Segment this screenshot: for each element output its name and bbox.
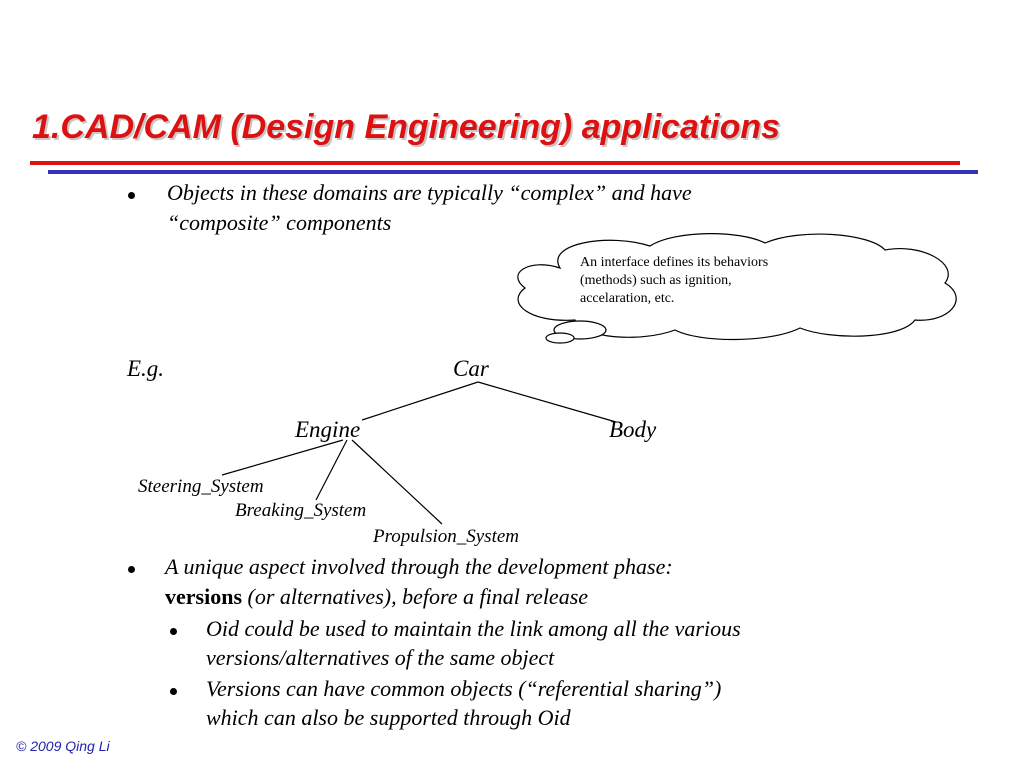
car-composition-diagram <box>221 381 617 525</box>
eg-label: E.g. <box>127 356 165 381</box>
bullet-1-line-1: Objects in these domains are typically “… <box>167 180 692 205</box>
edge-engine-steering <box>221 439 344 476</box>
copyright-footer: © 2009 Qing Li <box>16 738 110 754</box>
title-underline-blue <box>48 170 978 174</box>
bullet-marker <box>128 566 135 573</box>
bullet-marker <box>128 192 135 199</box>
tree-node-body: Body <box>609 417 657 442</box>
bullet-1-line-2: “composite” components <box>167 210 392 235</box>
slide-title: 1.CAD/CAM (Design Engineering) applicati… <box>32 108 781 146</box>
sub-bullet-marker <box>170 688 177 695</box>
edge-car-engine <box>361 381 479 421</box>
edge-engine-breaking <box>315 439 348 501</box>
title-underline-red <box>30 161 960 165</box>
edge-engine-propulsion <box>351 439 443 525</box>
tree-node-engine: Engine <box>295 417 361 442</box>
bullet-2-line-2: versions (or alternatives), before a fin… <box>165 582 588 612</box>
versions-keyword: versions <box>165 584 242 609</box>
edge-car-body <box>477 381 617 423</box>
sub-bullet-marker <box>170 628 177 635</box>
sub-bullet-2-line-2: which can also be supported through Oid <box>206 705 571 730</box>
sub-bullet-2-line-1: Versions can have common objects (“refer… <box>206 676 722 701</box>
sub-bullet-1-line-1: Oid could be used to maintain the link a… <box>206 616 741 641</box>
cloud-annotation: An interface defines its behaviors (meth… <box>580 255 769 306</box>
tree-node-car: Car <box>453 356 489 381</box>
bullet-2-line-1: A unique aspect involved through the dev… <box>165 554 673 579</box>
tree-node-propulsion-system: Propulsion_System <box>373 526 520 547</box>
tree-node-steering-system: Steering_System <box>138 476 264 497</box>
tree-node-breaking-system: Breaking_System <box>235 500 367 521</box>
thought-cloud <box>517 233 957 344</box>
sub-bullet-1-line-2: versions/alternatives of the same object <box>206 645 555 670</box>
bullet-2-line-2-rest: (or alternatives), before a final releas… <box>242 584 589 609</box>
